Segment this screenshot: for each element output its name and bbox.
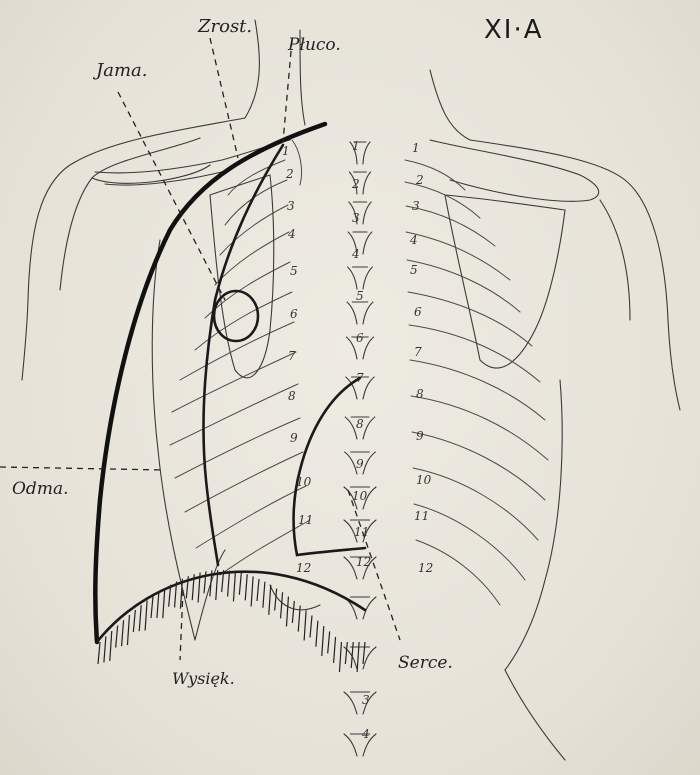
hatch-stroke	[116, 626, 118, 648]
back-rib-number: 5	[410, 263, 418, 277]
spine-number: 4	[351, 247, 360, 261]
hatch-stroke	[363, 642, 365, 664]
back-rib-number: 1	[412, 141, 420, 155]
hatch-stroke	[133, 610, 135, 632]
hatch-stroke	[251, 576, 253, 606]
vertebra-shape	[348, 267, 373, 289]
front-rib-number: 8	[288, 389, 296, 403]
label-pluco: Płuco.	[287, 35, 341, 55]
front-rib-number: 3	[287, 199, 295, 213]
exudate-line	[97, 572, 365, 642]
front-rib-number: 9	[290, 431, 298, 445]
back-ribs	[405, 160, 548, 605]
hatch-stroke	[157, 592, 159, 618]
front-rib-number: 11	[298, 513, 313, 527]
lumbar-number: 4	[361, 727, 370, 741]
hatch-stroke	[304, 610, 306, 640]
hatch-stroke	[310, 615, 312, 637]
exudate-hatching	[98, 570, 365, 672]
hatch-stroke	[145, 600, 147, 630]
spine-number: 6	[356, 331, 364, 345]
hatch-stroke	[292, 601, 294, 623]
spine-vertebrae	[344, 142, 376, 756]
front-rib-number: 10	[296, 475, 312, 489]
vertebra-shape	[347, 302, 373, 324]
left-scapula	[210, 175, 274, 378]
hatch-stroke	[239, 573, 241, 595]
back-rib-number: 10	[416, 473, 432, 487]
hatch-stroke	[245, 574, 247, 600]
spine-number: 2	[351, 177, 360, 191]
label-jama: Jama.	[92, 60, 147, 81]
spine-number: 10	[352, 489, 368, 503]
hatch-stroke	[316, 621, 318, 647]
spine-number: 12	[356, 555, 371, 569]
spine-number: 1	[352, 139, 360, 153]
hatch-stroke	[228, 571, 230, 597]
front-rib-number: 5	[290, 264, 298, 278]
back-rib-number: 6	[414, 305, 422, 319]
back-rib-number: 9	[416, 429, 424, 443]
hatch-stroke	[269, 585, 271, 615]
front-rib-number: 6	[290, 307, 298, 321]
hatch-stroke	[98, 642, 100, 664]
hatch-stroke	[339, 642, 341, 672]
back-rib-number: 8	[416, 387, 424, 401]
spine-number: 5	[356, 289, 364, 303]
hatch-stroke	[233, 571, 235, 601]
back-rib-number: 2	[415, 173, 424, 187]
spine-numbers: 12345678910111234	[351, 139, 371, 741]
hatch-stroke	[263, 582, 265, 608]
hatch-stroke	[322, 626, 324, 656]
label-odma: Odma.	[12, 479, 68, 499]
hatch-stroke	[328, 631, 330, 653]
plate-label: XI·A	[484, 15, 544, 45]
front-rib-number: 4	[287, 227, 296, 241]
hatch-stroke	[275, 588, 277, 610]
label-serce: Serce.	[398, 653, 453, 673]
spine-number: 11	[354, 525, 369, 539]
back-rib-number: 4	[409, 233, 418, 247]
vertebra-shape	[344, 647, 376, 669]
back-rib-number: 3	[412, 199, 420, 213]
hatch-stroke	[139, 605, 141, 631]
hatch-stroke	[334, 637, 336, 663]
collapsed-lung-outline	[203, 145, 283, 565]
hatch-stroke	[345, 642, 347, 664]
label-wysiek: Wysięk.	[172, 669, 235, 688]
cavity-ring	[214, 291, 258, 341]
back-torso-outline	[430, 70, 680, 760]
hatch-stroke	[257, 579, 259, 601]
hatch-stroke	[151, 596, 153, 618]
hatch-stroke	[122, 620, 124, 646]
vertebra-shape	[344, 734, 376, 756]
spine-number: 9	[356, 457, 364, 471]
front-rib-number: 7	[288, 349, 296, 363]
front-rib-numbers: 123456789101112	[282, 144, 313, 575]
front-rib-number: 2	[285, 167, 294, 181]
label-zrost: Zrost.	[197, 16, 252, 37]
hatch-stroke	[104, 636, 106, 662]
leader-lines	[0, 38, 400, 660]
hatch-stroke	[127, 615, 129, 645]
hatch-stroke	[286, 596, 288, 626]
hatch-stroke	[281, 592, 283, 618]
spine-number: 3	[352, 211, 360, 225]
front-rib-number: 12	[296, 561, 311, 575]
hatch-stroke	[110, 631, 112, 661]
spine-number: 8	[356, 417, 364, 431]
lumbar-number: 3	[362, 693, 370, 707]
back-rib-number: 12	[418, 561, 433, 575]
back-rib-number: 7	[414, 345, 422, 359]
front-rib-number: 1	[282, 144, 290, 158]
back-rib-number: 11	[414, 509, 429, 523]
vertebra-shape	[344, 692, 376, 714]
spine-number: 7	[356, 371, 364, 385]
hatch-stroke	[163, 588, 165, 618]
